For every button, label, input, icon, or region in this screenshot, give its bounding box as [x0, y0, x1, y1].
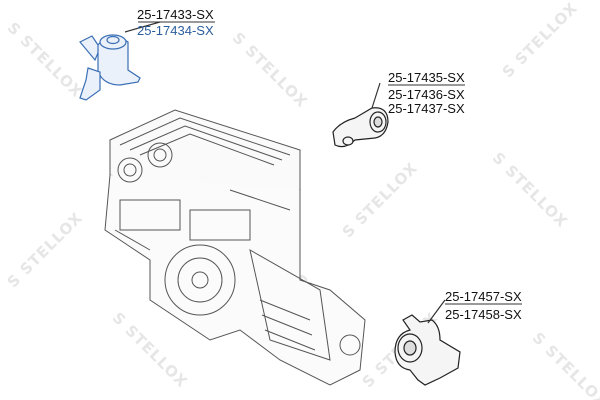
part-number-label: 25-17457-SX [445, 289, 522, 304]
part-engine-mount-bottom[interactable] [394, 299, 461, 386]
part-number-label: 25-17436-SX [388, 87, 465, 102]
engine-drawing [104, 109, 366, 386]
part-number-label: 25-17458-SX [445, 307, 522, 322]
part-number-label: 25-17435-SX [388, 70, 465, 85]
part-torque-rod[interactable] [332, 82, 389, 148]
label-lines [138, 21, 522, 305]
part-number-label-highlighted: 25-17434-SX [137, 23, 214, 38]
part-engine-mount-top[interactable] [79, 21, 161, 101]
part-number-label: 25-17433-SX [137, 7, 214, 22]
part-number-label: 25-17437-SX [388, 101, 465, 116]
